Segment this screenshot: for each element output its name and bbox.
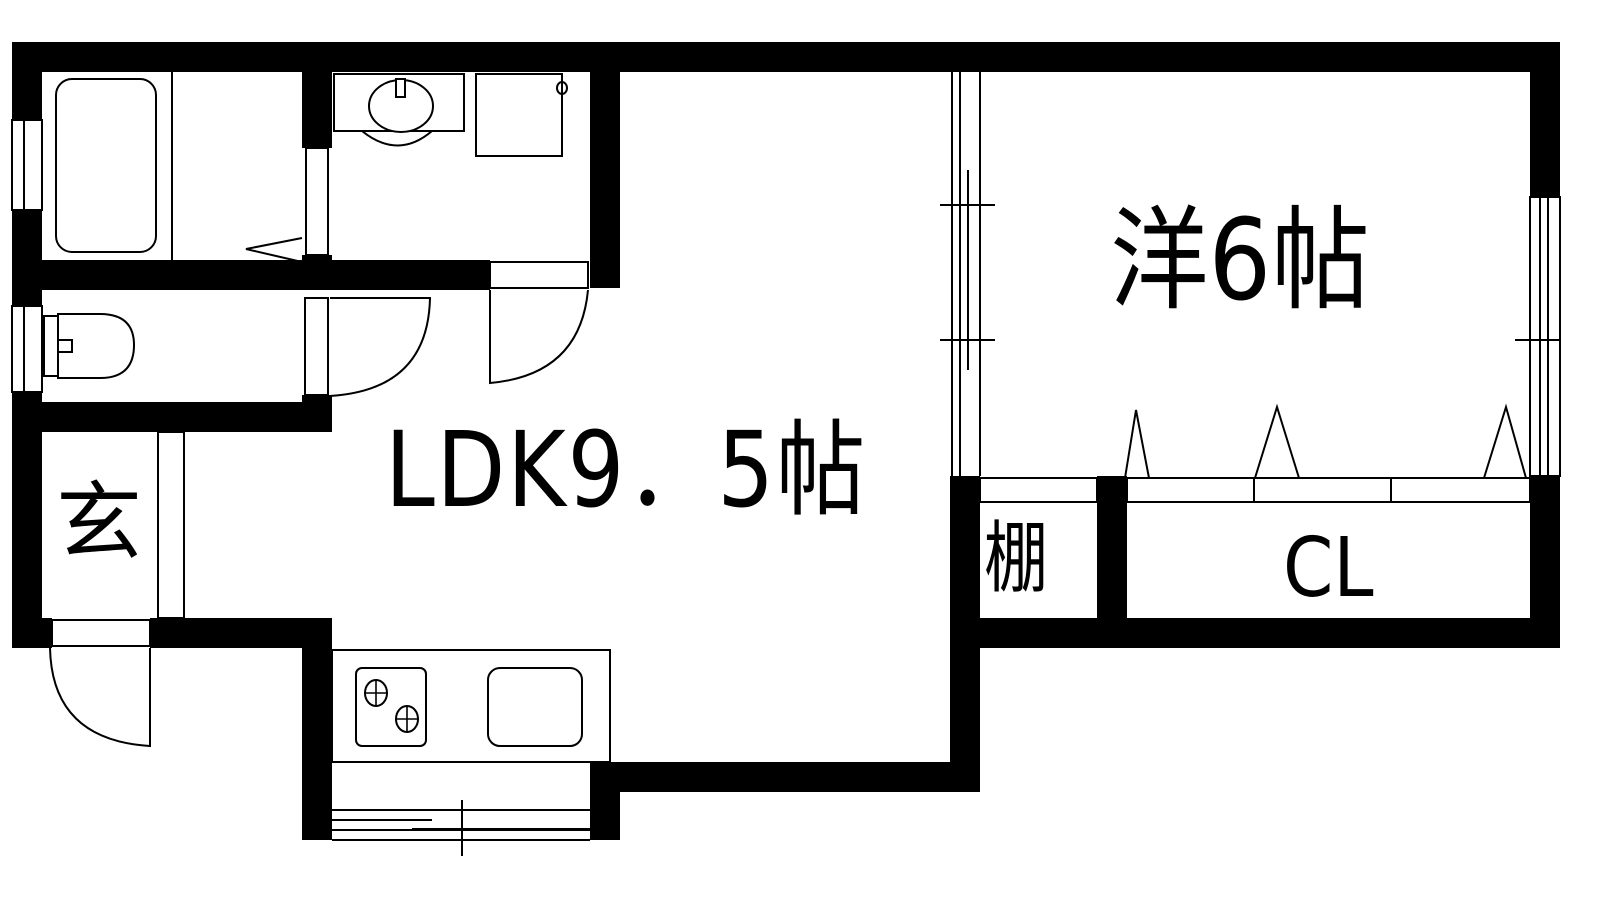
bathtub-icon xyxy=(55,78,157,253)
room-label-entrance: 玄 xyxy=(56,473,142,573)
room-label-shelf: 棚 xyxy=(984,514,1048,604)
room-label-closet: CL xyxy=(1283,521,1374,616)
sliding-partition xyxy=(940,72,995,476)
entrance xyxy=(49,431,185,748)
bathroom-door-arrow-icon xyxy=(245,237,303,263)
toilet-door-swing-icon xyxy=(329,297,432,397)
western-room xyxy=(979,196,1561,503)
toilet xyxy=(11,297,432,397)
washroom-door-swing-icon xyxy=(489,289,589,385)
kitchen-sink-icon xyxy=(487,667,583,747)
stove-icon xyxy=(355,667,427,747)
walls xyxy=(12,42,1560,840)
room-label-western: 洋6帖 xyxy=(1110,196,1370,326)
bathroom xyxy=(11,72,329,263)
washroom xyxy=(333,73,589,385)
closet-door-arrow-icon xyxy=(1124,409,1150,479)
shoe-cabinet-icon xyxy=(157,431,185,619)
kitchen xyxy=(331,649,611,856)
washing-machine-space-icon xyxy=(475,73,563,157)
closet-door-arrow-icon xyxy=(1483,403,1527,479)
entrance-door-swing-icon xyxy=(49,647,151,748)
room-label-ldk: LDK9．5帖 xyxy=(385,409,868,531)
bathroom-window xyxy=(11,119,43,211)
kitchen-window xyxy=(332,800,590,856)
toilet-bowl-icon xyxy=(57,313,136,379)
closet-door-arrow-icon xyxy=(1254,403,1300,479)
